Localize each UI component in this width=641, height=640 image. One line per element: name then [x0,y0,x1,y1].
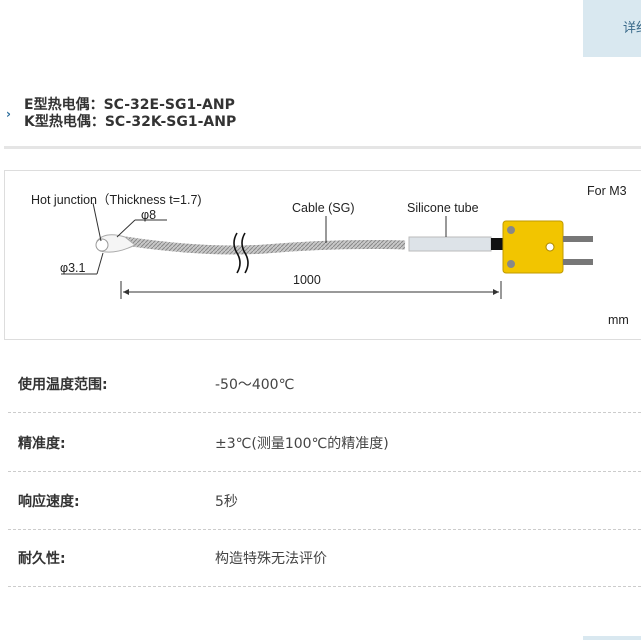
spec-row-temperature: 使用温度范围: -50～400℃ [8,354,641,413]
silicone-label: Silicone tube [407,201,479,215]
spec-row-accuracy: 精准度: ±3℃(测量100℃的精准度) [8,413,641,472]
spec-row-durability: 耐久性: 构造特殊无法评价 [8,528,641,587]
product-diagram: Hot junction（Thickness t=1.7) φ8 φ3.1 Ca… [4,170,641,340]
connector [502,220,564,274]
braided-cable [124,236,406,255]
silicone-tube [408,236,492,252]
unit-label: mm [608,313,629,327]
pin [563,236,593,242]
phi8-label: φ8 [141,208,157,222]
spec-key: 使用温度范围: [18,377,108,393]
phi31-label: φ3.1 [60,261,86,275]
model-k: K型热电偶：SC-32K-SG1-ANP [24,114,237,130]
spec-row-response: 响应速度: 5秒 [8,471,641,530]
model-list: › E型热电偶：SC-32E-SG1-ANP K型热电偶：SC-32K-SG1-… [6,97,236,131]
length-label: 1000 [293,273,321,287]
spec-key: 耐久性: [18,551,66,567]
spec-key: 响应速度: [18,494,80,510]
for-m3-label: For M3 [587,184,627,198]
spec-value: -50～400℃ [215,377,295,393]
spec-value: 构造特殊无法评价 [215,551,327,567]
detail-button[interactable]: 详细 [583,0,641,57]
cable-label: Cable (SG) [292,201,355,215]
spec-value: ±3℃(测量100℃的精准度) [215,436,389,452]
hot-junction-label: Hot junction（Thickness t=1.7) [31,193,202,207]
break-mark [233,232,249,274]
divider [4,146,641,149]
pin [563,259,593,265]
black-sleeve [491,238,503,250]
spec-value: 5秒 [215,494,238,510]
model-e: E型热电偶：SC-32E-SG1-ANP [24,97,235,113]
thermocouple-drawing [61,202,593,299]
chevron-right-icon: › [6,107,11,121]
spec-key: 精准度: [18,436,66,452]
bottom-button-edge[interactable] [583,636,641,640]
